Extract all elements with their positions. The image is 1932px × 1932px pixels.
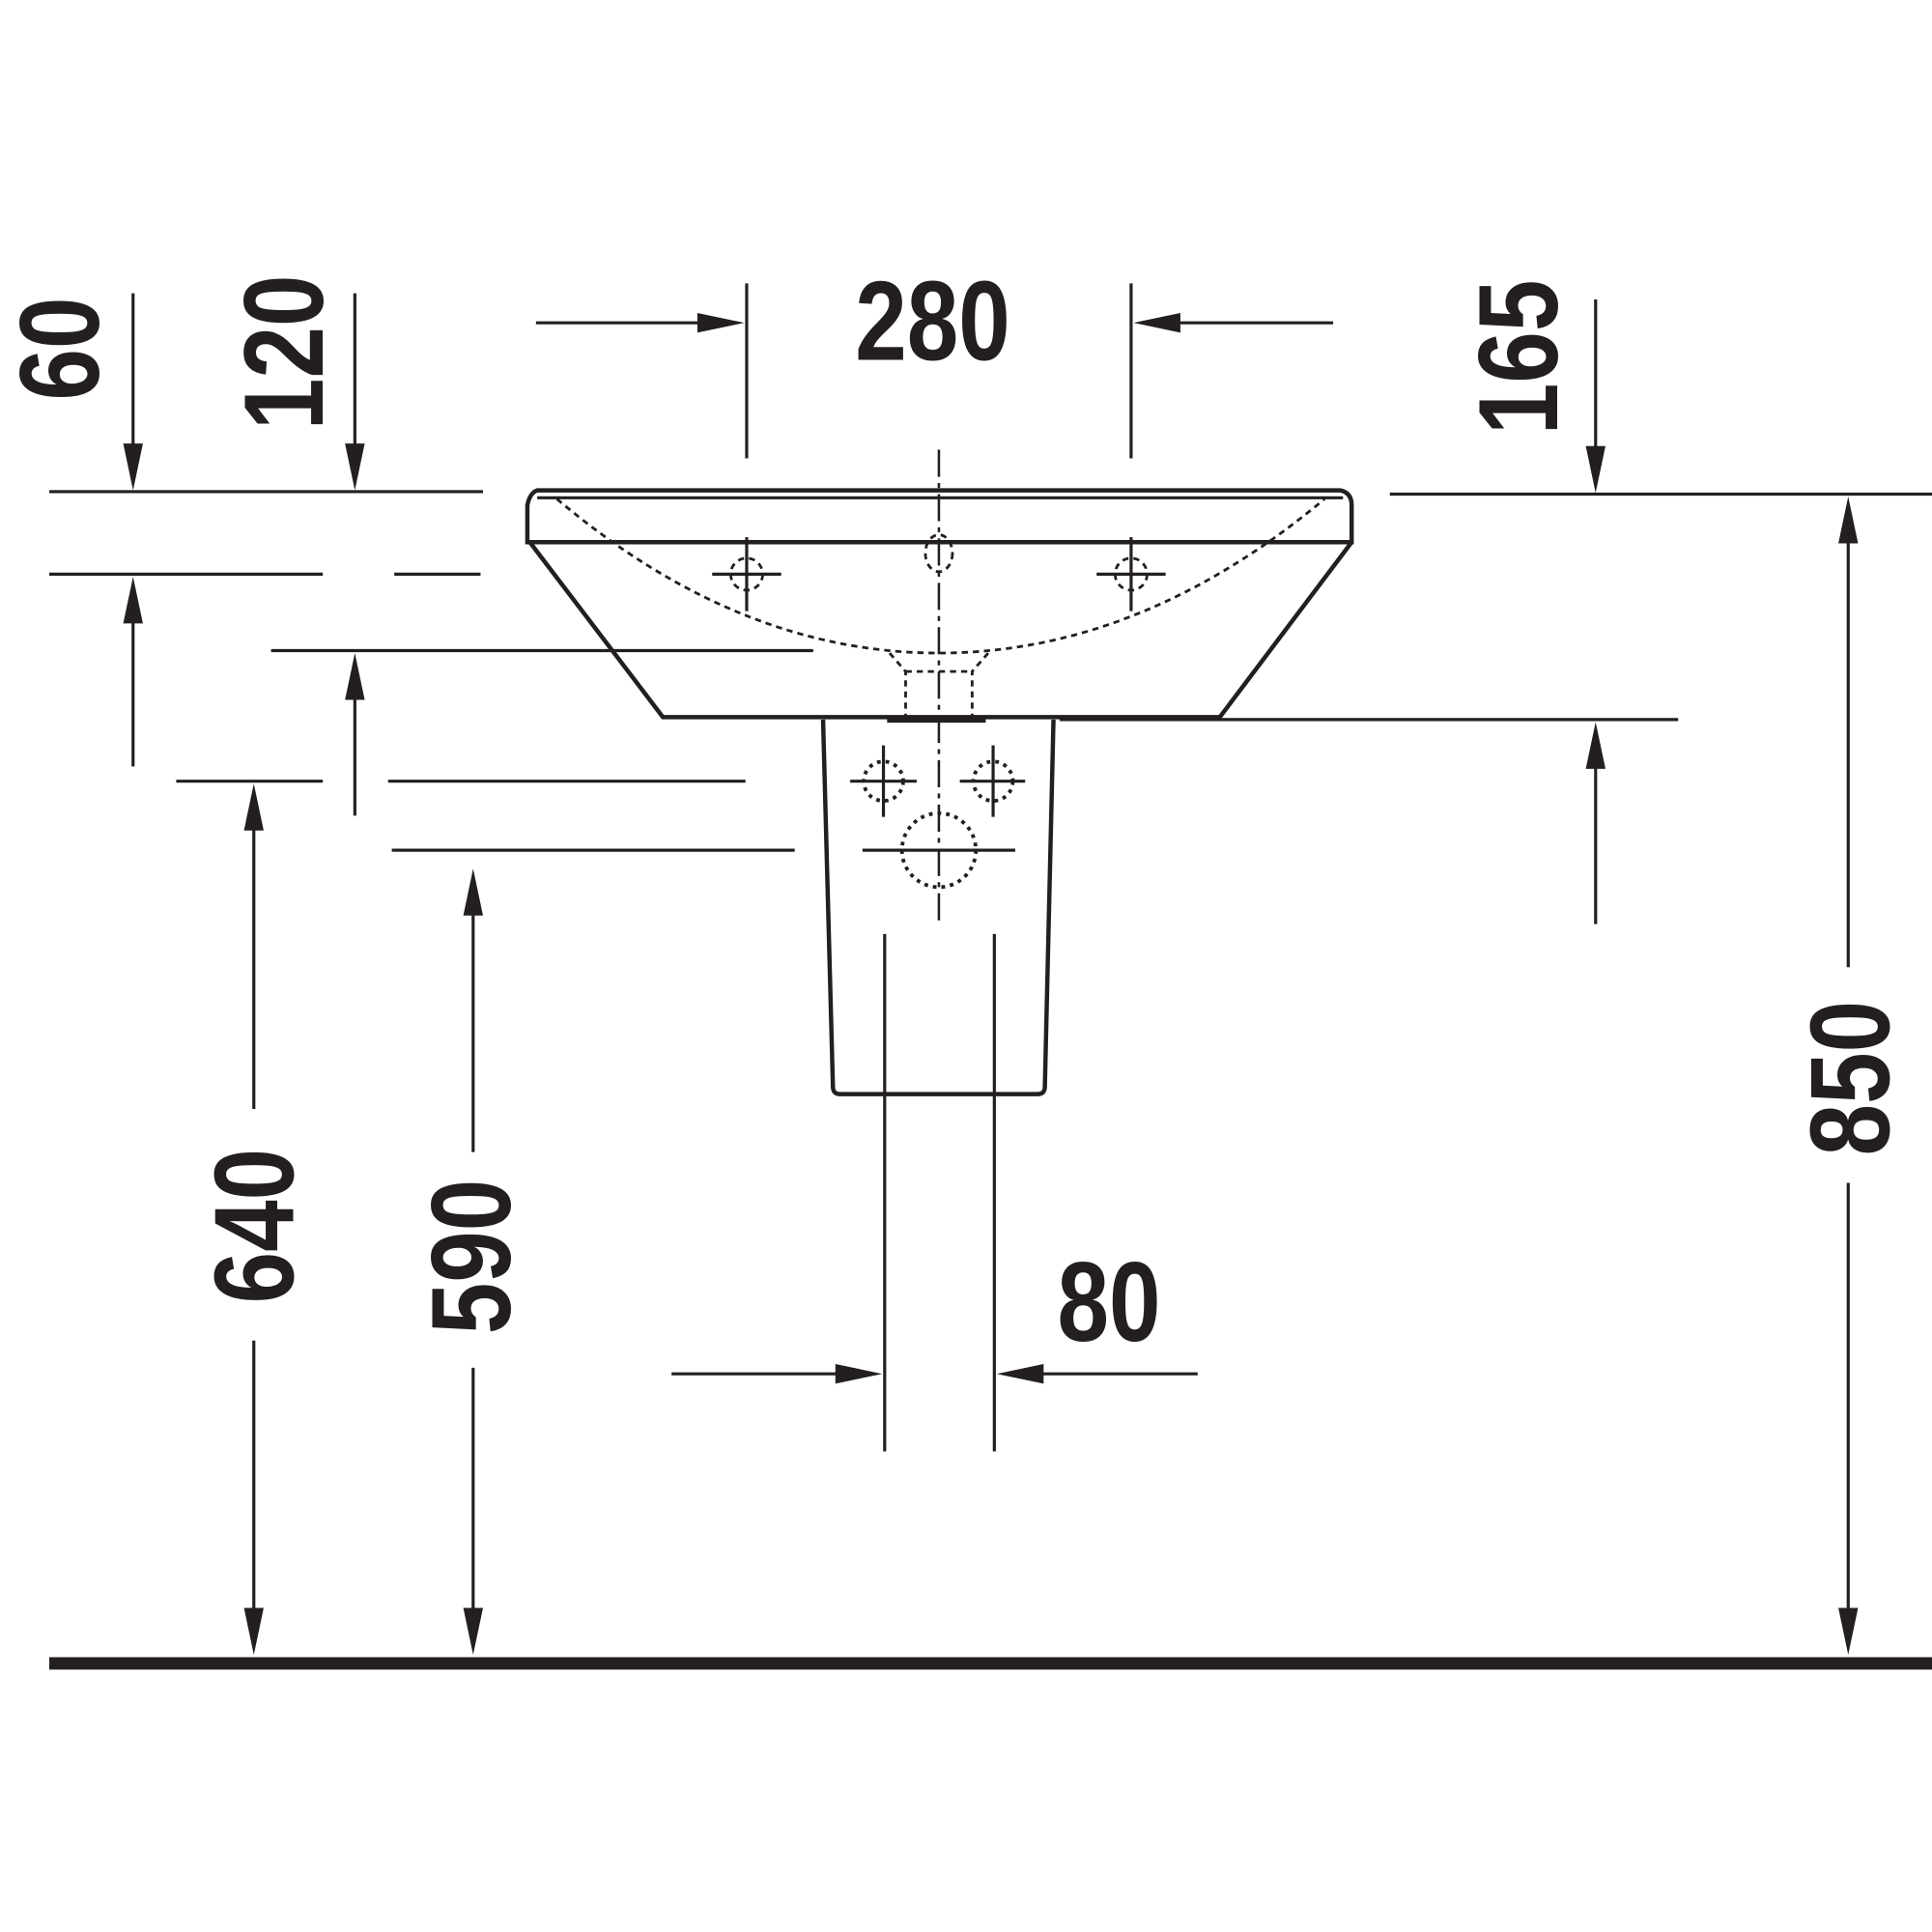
dimension-arrows	[123, 293, 1859, 1656]
dim-850: 850	[1786, 1001, 1913, 1156]
dim-165: 165	[1455, 280, 1581, 436]
dim-60: 60	[0, 297, 123, 400]
dim-280: 280	[855, 257, 1010, 384]
dimension-labels: 60 120 280 165 850 640 590 80	[0, 257, 1914, 1365]
dim-80: 80	[1057, 1238, 1160, 1365]
dim-120: 120	[220, 275, 347, 431]
dim-640: 640	[190, 1149, 317, 1304]
semi-pedestal	[820, 716, 1056, 1096]
dim-590: 590	[408, 1179, 534, 1335]
reference-lines	[49, 283, 1932, 1452]
